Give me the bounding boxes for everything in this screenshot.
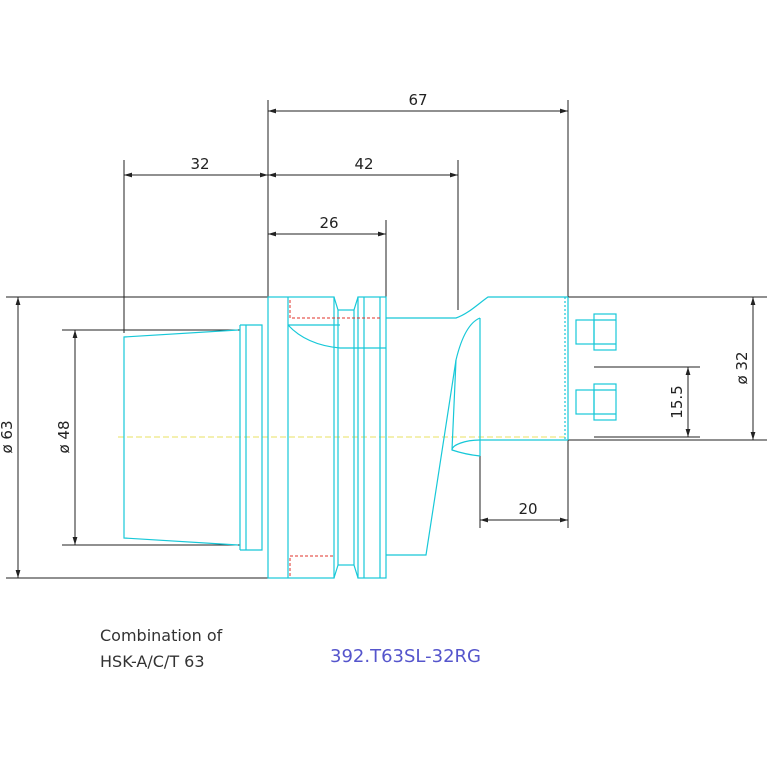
dim-label-20: 20 [518, 500, 537, 518]
dim-label-dia48: ø 48 [55, 420, 73, 453]
hsk-taper [123, 329, 239, 546]
flange-collar [267, 296, 335, 579]
part-outline [123, 296, 617, 579]
dim-label-42: 42 [354, 155, 373, 173]
dim-label-32-top: 32 [190, 155, 209, 173]
note-line-2: HSK-A/C/T 63 [100, 652, 205, 671]
dim-label-15-5: 15.5 [668, 385, 686, 418]
extension-lines [6, 100, 767, 579]
dim-label-dia63: ø 63 [0, 420, 16, 453]
hidden-lines [289, 300, 380, 576]
dim-label-67: 67 [408, 91, 427, 109]
dimension-lines [15, 108, 756, 578]
dim-label-dia32: ø 32 [733, 351, 751, 384]
drive-ring [357, 296, 387, 579]
part-number: 392.T63SL-32RG [330, 646, 481, 667]
dimension-labels: 67 32 42 26 ø 63 ø 48 ø 32 15.5 20 [0, 91, 751, 518]
dim-label-26: 26 [319, 214, 338, 232]
note-line-1: Combination of [100, 626, 223, 645]
clamping-body [386, 296, 568, 319]
